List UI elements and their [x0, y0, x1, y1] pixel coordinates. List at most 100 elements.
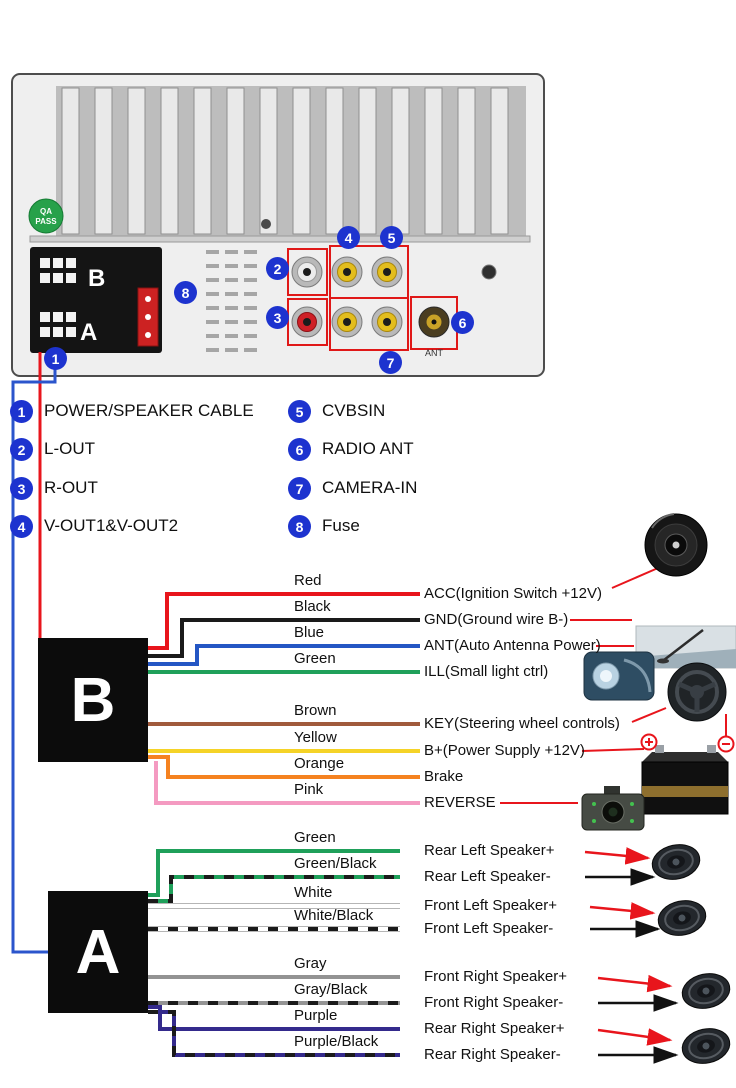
wire-function-label: Front Right Speaker-	[424, 994, 564, 1011]
battery-icon	[641, 745, 729, 815]
car-antenna-icon	[635, 625, 736, 669]
speaker-icon	[651, 844, 701, 880]
connector-a-wires	[148, 849, 400, 1057]
legend-item: R-OUT	[44, 478, 98, 497]
feeder-wire-a	[11, 369, 57, 954]
wire-color-label: White	[294, 884, 333, 901]
wire-function-label: ILL(Small light ctrl)	[424, 663, 549, 680]
connector-a-box: A	[48, 891, 148, 1013]
legend-item: V-OUT1&V-OUT2	[44, 516, 179, 535]
wire-function-label: Front Left Speaker+	[424, 897, 557, 914]
legend-item: CAMERA-IN	[322, 478, 418, 497]
iso-connector: B A	[30, 247, 162, 353]
legend-num-2: 2	[10, 438, 33, 461]
screw-hole-icon	[261, 219, 271, 229]
wire-function-label: ACC(Ignition Switch +12V)	[424, 585, 602, 602]
speaker-icon	[657, 900, 707, 936]
wire-color-label: Black	[294, 598, 331, 615]
legend-item: L-OUT	[44, 439, 95, 458]
wire-b-pink	[154, 761, 420, 805]
legend-num-1: 1	[10, 400, 33, 423]
wire-function-label: Rear Right Speaker+	[424, 1020, 565, 1037]
wire-function-label: Front Left Speaker-	[424, 920, 554, 937]
wire-b-black	[148, 618, 420, 658]
wire-a-green	[148, 849, 400, 897]
rca-jack-r-out	[291, 306, 323, 338]
callout-6: 6	[451, 311, 474, 334]
legend-item: POWER/SPEAKER CABLE	[44, 401, 254, 420]
wire-color-label: Red	[294, 572, 322, 589]
legend-num-4: 4	[10, 515, 33, 538]
wire-function-label: Rear Left Speaker-	[424, 868, 551, 885]
power-plug-icon	[644, 513, 708, 577]
radio-ant-jack: ANT	[418, 306, 450, 358]
speaker-icon	[681, 973, 731, 1009]
legend-num-6: 6	[288, 438, 311, 461]
callout-3: 3	[266, 306, 289, 329]
wire-function-label: Rear Left Speaker+	[424, 842, 555, 859]
wire-function-label: Rear Right Speaker-	[424, 1046, 561, 1063]
legend-item: Fuse	[322, 516, 360, 535]
wire-function-label: REVERSE	[424, 794, 496, 811]
heatsink-ledge	[29, 235, 531, 243]
battery-plus-icon	[640, 733, 658, 751]
wire-function-label: ANT(Auto Antenna Power)	[424, 637, 601, 654]
rca-jack-v-out1	[331, 256, 363, 288]
wire-color-label: White/Black	[294, 907, 374, 924]
wire-color-label: Purple/Black	[294, 1033, 379, 1050]
callout-8: 8	[174, 281, 197, 304]
rca-jack-v-out2	[331, 306, 363, 338]
wire-color-label: Brown	[294, 702, 337, 719]
head-unit-illustration: QA PASS B A	[11, 73, 545, 377]
wire-color-label: Purple	[294, 1007, 338, 1024]
legend-num-8: 8	[288, 515, 311, 538]
wire-color-label: Gray/Black	[294, 981, 368, 998]
wire-color-label: Orange	[294, 755, 345, 772]
wire-function-label: KEY(Steering wheel controls)	[424, 715, 620, 732]
wire-a-green-black-stripe	[148, 875, 400, 903]
wire-a-purple	[148, 1005, 400, 1031]
fuse-icon	[137, 287, 159, 347]
connector-b-wires	[148, 592, 420, 805]
screw-hole-icon	[481, 264, 497, 280]
b-connection-lines	[500, 567, 727, 804]
rca-jack-camera-in	[371, 306, 403, 338]
wire-b-orange	[148, 755, 420, 779]
legend-num-3: 3	[10, 477, 33, 500]
wire-color-label: Green/Black	[294, 855, 377, 872]
rca-jack-cvbsin	[371, 256, 403, 288]
wire-a-purple-black-stripe	[148, 1010, 400, 1057]
legend-num-5: 5	[288, 400, 311, 423]
wire-color-label: Green	[294, 829, 336, 846]
wire-b-red	[148, 592, 420, 650]
wire-function-label: B+(Power Supply +12V)	[424, 742, 585, 759]
speaker-icon	[681, 1028, 731, 1064]
wire-b-blue	[148, 644, 420, 666]
wire-color-label: Green	[294, 650, 336, 667]
wire-color-label: Gray	[294, 955, 327, 972]
wire-function-label: Front Right Speaker+	[424, 968, 567, 985]
wire-function-label: Brake	[424, 768, 464, 785]
headlight-icon	[583, 651, 655, 701]
qa-pass-badge: QA PASS	[28, 198, 64, 234]
callout-1: 1	[44, 347, 67, 370]
callout-4: 4	[337, 226, 360, 249]
wire-color-label: Pink	[294, 781, 324, 798]
wire-color-label: Blue	[294, 624, 325, 641]
badge-text: QA	[40, 207, 52, 216]
legend-item: RADIO ANT	[322, 439, 414, 458]
legend-num-7: 7	[288, 477, 311, 500]
wire-a-green-black	[148, 875, 400, 903]
ant-jack-label: ANT	[425, 348, 444, 358]
steering-wheel-icon	[667, 662, 727, 722]
legend-item: CVBSIN	[322, 401, 386, 420]
wire-color-label: Yellow	[294, 729, 337, 746]
battery-minus-icon	[717, 735, 735, 753]
badge-text: PASS	[35, 217, 57, 226]
vent-slots	[206, 250, 262, 352]
heatsink-base	[56, 86, 526, 236]
rca-jack-l-out	[291, 256, 323, 288]
callout-2: 2	[266, 257, 289, 280]
